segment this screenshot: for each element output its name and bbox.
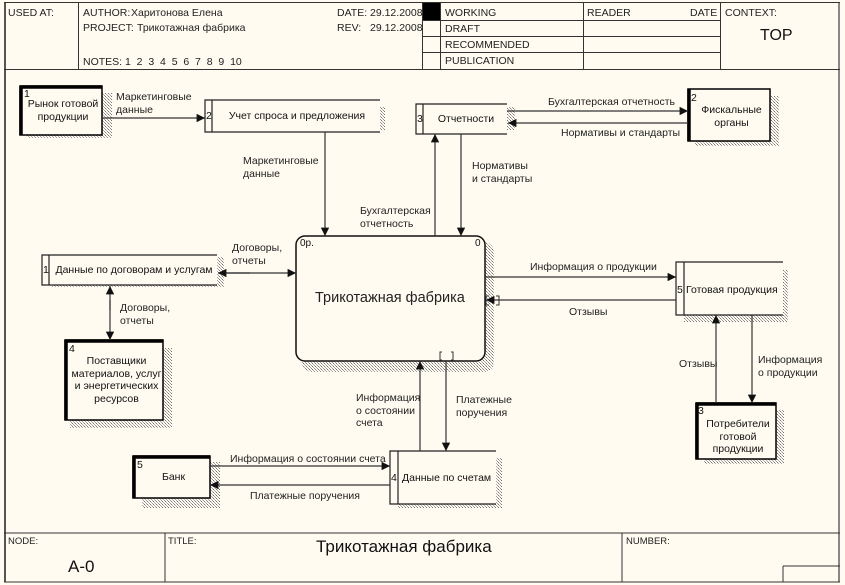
data-store-5-number: 5 — [677, 284, 683, 296]
external-entity-2 — [687, 88, 771, 142]
reader-label: READER — [587, 7, 631, 19]
status-working-marker — [423, 3, 440, 20]
external-entity-5-label[interactable]: Банк — [161, 471, 186, 483]
flow-label-contracts-suppliers: Договоры,отчеты — [120, 302, 171, 327]
footer-title: Трикотажная фабрика — [316, 537, 492, 556]
diagram-frame — [4, 2, 840, 582]
external-entity-3-label[interactable]: Потребители готовой продукции — [706, 418, 770, 455]
flow-label-consumers-products: Отзывы — [679, 358, 718, 370]
context-label: CONTEXT: — [725, 7, 777, 19]
external-entity-4-number: 4 — [69, 343, 75, 355]
context-value: TOP — [760, 27, 793, 44]
flow-label-fiscal-reports: Нормативы и стандарты — [561, 127, 681, 139]
external-entity-4 — [64, 339, 164, 421]
data-store-4 — [389, 450, 496, 505]
flow-label-activity-products: Информация о продукции — [530, 261, 657, 273]
data-store-2-number: 2 — [206, 110, 212, 122]
status-draft: DRAFT — [445, 23, 480, 35]
external-entity-1-number: 1 — [24, 88, 30, 100]
activity-title[interactable]: Трикотажная фабрика — [315, 290, 465, 306]
status-working: WORKING — [445, 7, 497, 19]
footer-lines — [4, 532, 840, 583]
external-entity-3-number: 3 — [698, 405, 704, 417]
notes-value: 1 2 3 4 5 6 7 8 9 10 — [125, 56, 242, 68]
flow-label-contracts-activity: Договоры,отчеты — [232, 242, 283, 267]
reader-date-label: DATE — [690, 7, 718, 19]
flow-label-reports-fiscal: Бухгалтерская отчетность — [548, 96, 675, 108]
node-label: NODE: — [8, 536, 39, 547]
rev-label: REV: — [337, 22, 362, 34]
date-value: 29.12.2008 — [370, 7, 423, 19]
data-store-1-number: 1 — [43, 264, 49, 276]
external-entity-1 — [19, 85, 103, 136]
author-label: AUTHOR: — [83, 7, 131, 19]
data-store-5-label[interactable]: Готовая продукция — [686, 284, 778, 296]
flow-label-bank-accounts: Информация о состоянии счета — [230, 453, 386, 465]
author-value: Харитонова Елена — [131, 7, 223, 19]
data-store-2-label[interactable]: Учет спроса и предложения — [228, 110, 366, 122]
node-value: A-0 — [68, 557, 95, 576]
notes-label: NOTES: — [83, 56, 123, 68]
project-value: Трикотажная фабрика — [137, 22, 246, 34]
status-publication: PUBLICATION — [445, 55, 515, 67]
title-label: TITLE: — [168, 536, 197, 547]
external-entity-3 — [695, 402, 777, 460]
number-label: NUMBER: — [626, 536, 670, 547]
flows — [102, 106, 757, 490]
data-store-3-label[interactable]: Отчетности — [437, 113, 495, 125]
data-store-2 — [204, 99, 380, 133]
data-store-4-label[interactable]: Данные по счетам — [402, 472, 492, 484]
external-entity-1-label[interactable]: Рынок готовой продукции — [27, 98, 99, 123]
tunnel-brackets — [439, 295, 500, 361]
data-store-3 — [415, 103, 507, 135]
external-entity-2-number: 2 — [691, 92, 697, 104]
activity-number: 0 — [475, 238, 481, 249]
external-entity-4-label[interactable]: Поставщики материалов, услуг и энергетич… — [71, 355, 162, 405]
activity-box — [295, 235, 486, 362]
data-store-1-label[interactable]: Данные по договорам и услугам — [55, 264, 213, 276]
external-entity-5 — [132, 455, 211, 499]
external-entity-2-label[interactable]: Фискальные органы — [701, 104, 762, 129]
flow-label-products-activity: Отзывы — [569, 306, 608, 318]
project-label: PROJECT: — [83, 22, 134, 34]
data-store-5 — [675, 261, 783, 316]
date-label: DATE: — [337, 7, 368, 19]
status-recommended: RECOMMENDED — [445, 39, 530, 51]
data-store-4-number: 4 — [391, 472, 397, 484]
activity-id: 0р. — [300, 238, 314, 249]
used-at-label: USED AT: — [8, 7, 54, 19]
data-store-1 — [41, 254, 217, 286]
flow-label-accounts-bank: Платежные поручения — [250, 490, 360, 502]
external-entity-5-number: 5 — [137, 459, 143, 471]
rev-value: 29.12.2008 — [370, 22, 423, 34]
data-store-3-number: 3 — [417, 113, 423, 125]
